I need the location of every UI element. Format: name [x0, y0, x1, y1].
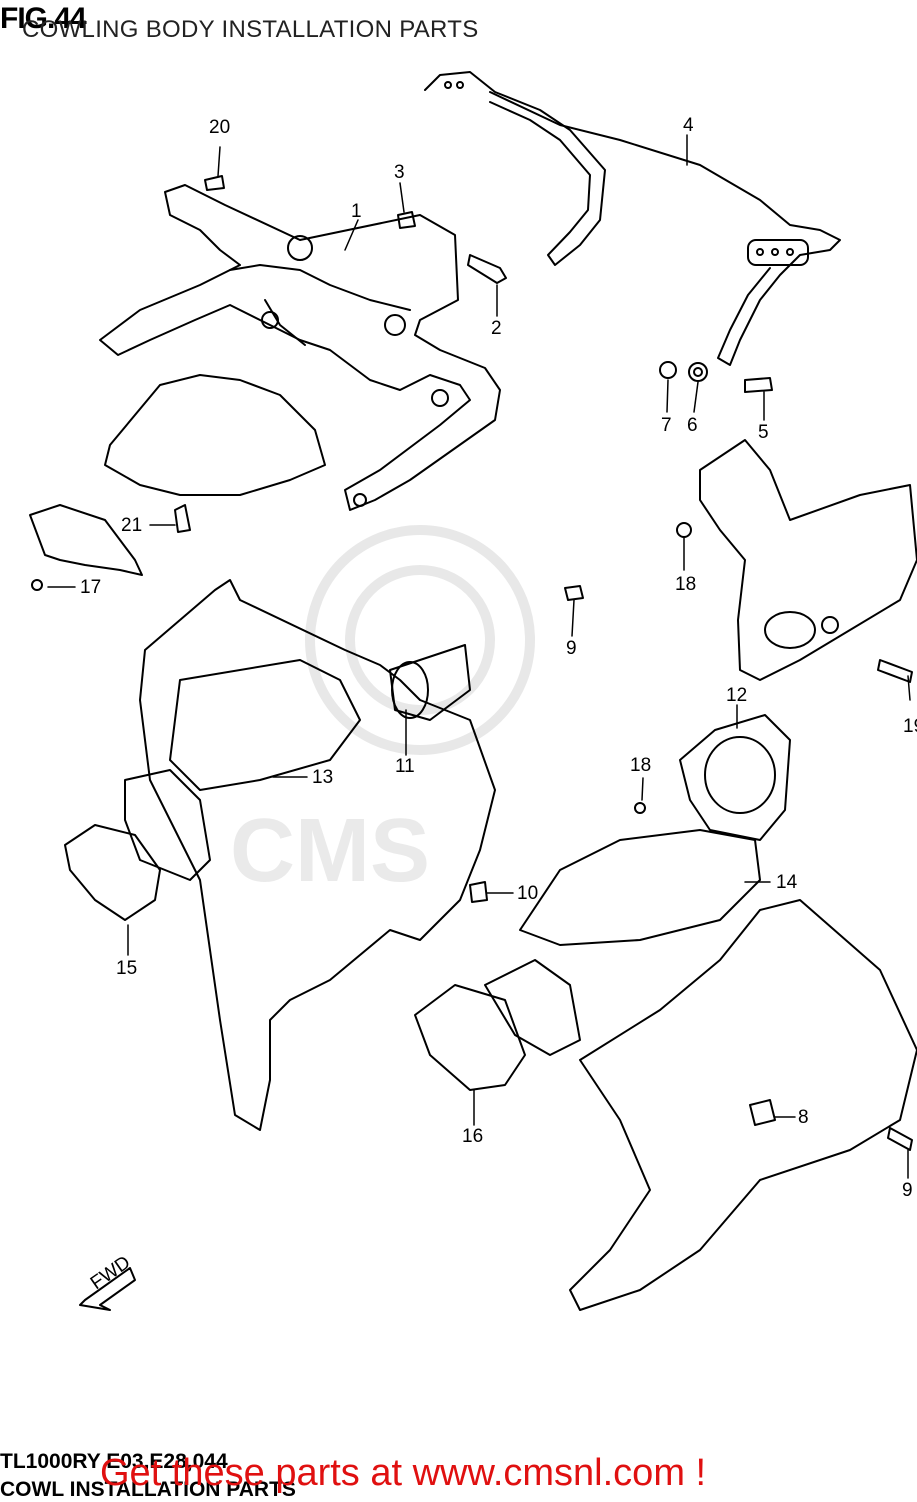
fwd-arrow-label: FWD	[87, 1252, 134, 1294]
part-label-15: 15	[116, 958, 137, 979]
vent-part-16	[414, 959, 581, 1091]
part-label-14: 14	[776, 872, 798, 893]
figure-title: COWLING BODY INSTALLATION PARTS	[22, 16, 479, 43]
part-label-2: 2	[491, 318, 502, 339]
part-label-5: 5	[758, 422, 769, 443]
part-label-3: 3	[394, 162, 405, 183]
part-label-20: 20	[209, 117, 230, 138]
part-label-9-lower: 9	[902, 1180, 913, 1201]
clip-part-21-and-17	[29, 504, 191, 591]
part-label-11: 11	[395, 756, 415, 777]
figure-number: FIG.44	[0, 2, 87, 35]
stay-bar-part-4	[424, 71, 841, 366]
part-label-8: 8	[798, 1107, 809, 1128]
screws-20-3-2	[204, 175, 507, 284]
part-label-21: 21	[121, 515, 142, 536]
part-label-9-upper: 9	[566, 638, 577, 659]
watermark-logo	[305, 525, 535, 755]
part-label-13: 13	[312, 767, 333, 788]
vent-part-15	[64, 824, 161, 921]
part-label-18-upper: 18	[675, 574, 696, 595]
part-label-10: 10	[517, 883, 538, 904]
bracket-frame-part-1	[99, 184, 501, 511]
part-label-6: 6	[687, 415, 698, 436]
watermark-text: CMS	[230, 801, 430, 901]
fwd-arrow	[79, 1267, 136, 1311]
fasteners-5-6-7	[659, 361, 773, 393]
inner-shield-bowl	[104, 374, 326, 496]
part-label-12: 12	[726, 685, 747, 706]
cmsnl-banner-link[interactable]: Get these parts at www.cmsnl.com !	[100, 1452, 707, 1494]
model-code: TL1000RY E03,E28,044	[0, 1450, 228, 1473]
part-label-18-lower: 18	[630, 755, 651, 776]
part-label-19: 19	[903, 716, 917, 737]
air-duct-part-13	[124, 579, 496, 1131]
part-label-17: 17	[80, 577, 101, 598]
side-cowl-right	[699, 439, 917, 683]
lower-cowl-panel	[569, 899, 917, 1311]
part-label-16: 16	[462, 1126, 483, 1147]
part-label-4: 4	[683, 115, 694, 136]
footer-caption: COWL INSTALLATION PARTS	[0, 1478, 296, 1501]
leader-lines	[47, 134, 911, 1179]
duct-end-part-11	[389, 644, 471, 721]
inner-cover-part-14	[519, 829, 761, 946]
part-label-7: 7	[661, 415, 672, 436]
part-label-1: 1	[351, 201, 362, 222]
small-items-8-9-10-18	[469, 522, 692, 903]
duct-part-12	[679, 714, 791, 841]
